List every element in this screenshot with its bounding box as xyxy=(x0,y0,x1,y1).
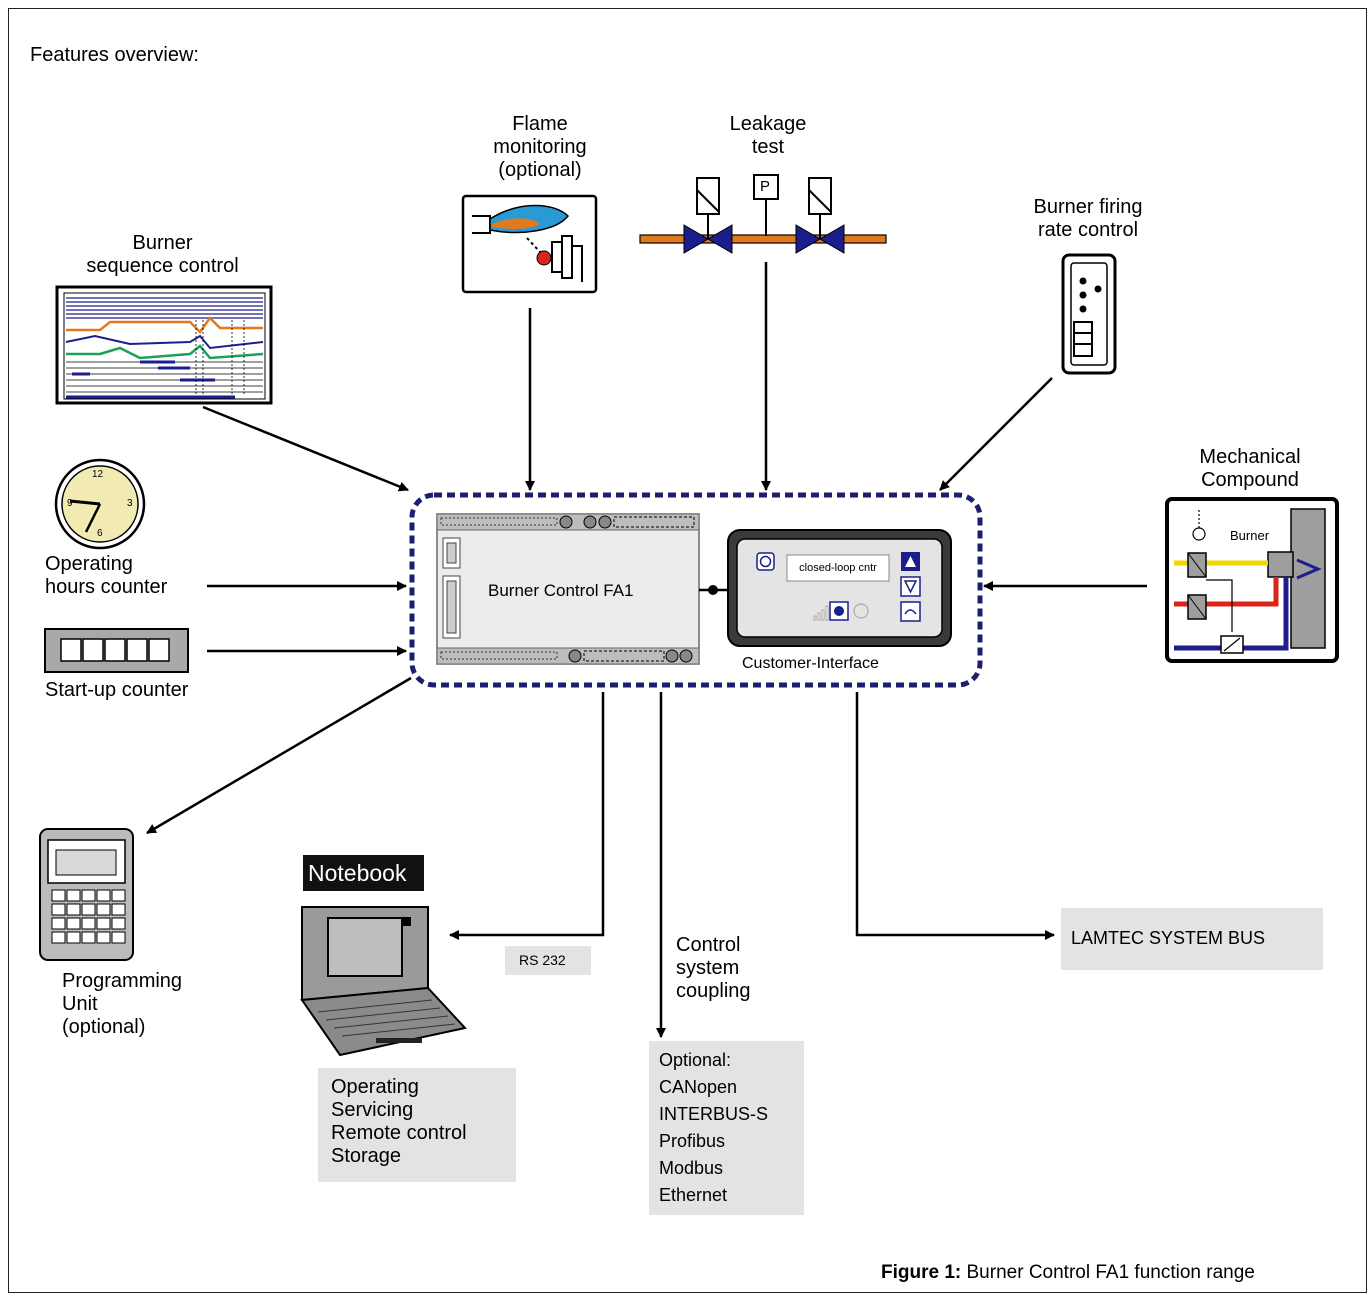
arrow-sequence-to-fa1 xyxy=(202,405,409,492)
notebook-functions-list: Operating Servicing Remote control Stora… xyxy=(331,1076,467,1167)
clock-numeral-3: 3 xyxy=(127,498,133,509)
flame-monitoring-icon xyxy=(461,194,598,294)
optional-bus-list: Optional: CANopen INTERBUS-S Profibus Mo… xyxy=(659,1050,769,1205)
startup-counter-icon xyxy=(44,628,189,673)
mechanical-compound-label: Mechanical Compound xyxy=(1199,446,1301,491)
pressure-gauge-tag: P xyxy=(760,178,771,195)
leakage-test-icon xyxy=(639,174,887,254)
customer-interface-panel xyxy=(727,529,952,647)
fa1-unit-label: Burner Control FA1 xyxy=(488,581,634,600)
fa1-unit xyxy=(436,513,728,665)
clock-icon xyxy=(54,458,146,550)
control-system-coupling-label: Control system coupling xyxy=(676,934,751,1002)
clock-numeral-9: 9 xyxy=(67,498,73,509)
arrow-firing-to-fa1 xyxy=(939,377,1053,491)
clock-numeral-6: 6 xyxy=(97,528,103,539)
sequence-chart-icon xyxy=(55,285,273,405)
rs232-tag: RS 232 xyxy=(505,946,591,975)
clock-numeral-12: 12 xyxy=(92,469,104,480)
notebook-title: Notebook xyxy=(308,860,407,886)
arrow-fa1-to-programming xyxy=(146,676,412,835)
arrow-fa1-to-systembus xyxy=(855,692,1055,940)
display-text: closed-loop cntr xyxy=(799,562,877,574)
customer-interface-label: Customer-Interface xyxy=(742,655,879,672)
programming-unit-label: Programming Unit (optional) xyxy=(62,970,183,1038)
operating-hours-label: Operating hours counter xyxy=(45,553,168,598)
flame-monitoring-label: Flame monitoring (optional) xyxy=(493,113,587,181)
optional-bus-box: Optional: CANopen INTERBUS-S Profibus Mo… xyxy=(649,1041,804,1215)
programming-unit-icon xyxy=(39,828,134,961)
connectors xyxy=(146,262,1147,1038)
leakage-test-label: Leakage test xyxy=(729,113,807,158)
notebook-functions-box: Operating Servicing Remote control Stora… xyxy=(318,1068,516,1182)
system-bus-box: LAMTEC SYSTEM BUS xyxy=(1061,908,1323,970)
arrow-fa1-to-notebook xyxy=(449,692,605,940)
sequence-control-label: Burner sequence control xyxy=(86,232,239,277)
mechanical-compound-icon xyxy=(1165,497,1339,663)
figure-caption: Figure 1: Burner Control FA1 function ra… xyxy=(881,1262,1255,1283)
features-overview-title: Features overview: xyxy=(30,44,199,66)
startup-counter-label: Start-up counter xyxy=(45,679,189,701)
fa1-system-boundary xyxy=(409,492,983,688)
notebook-computer-icon xyxy=(300,855,467,1057)
burner-tag: Burner xyxy=(1230,528,1270,543)
firing-rate-label: Burner firing rate control xyxy=(1033,196,1143,241)
firing-rate-module-icon xyxy=(1061,253,1117,375)
